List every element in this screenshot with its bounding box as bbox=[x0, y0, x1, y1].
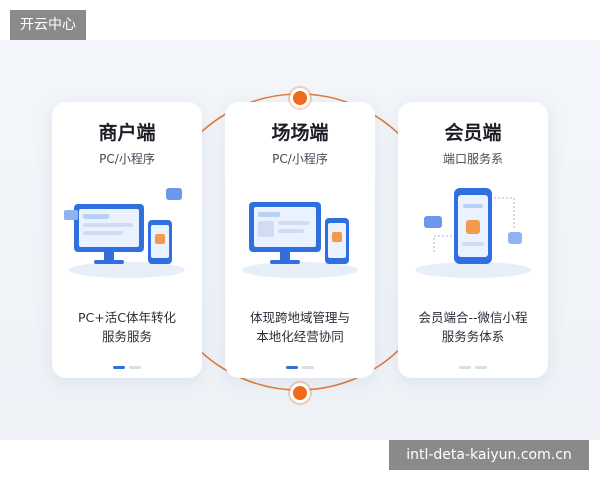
card-title: 商户端 bbox=[98, 122, 156, 144]
card-subtitle: PC/小程序 bbox=[99, 152, 155, 166]
card-title: 场场端 bbox=[271, 122, 329, 144]
card-description: 体现跨地域管理与 本地化经营协同 bbox=[235, 308, 365, 346]
pager-dot[interactable] bbox=[302, 366, 314, 369]
card-subtitle: 端口服务系 bbox=[442, 152, 503, 166]
orbit-node-top bbox=[290, 88, 310, 108]
desktop-phone-illustration-icon bbox=[242, 202, 358, 278]
pager-dots[interactable] bbox=[225, 354, 375, 373]
pager-dot[interactable] bbox=[459, 366, 471, 369]
card-description: 会员端合--微信小程 服务务体系 bbox=[408, 308, 538, 346]
desc-line: 服务服务 bbox=[101, 329, 152, 344]
desc-line: 服务务体系 bbox=[441, 329, 505, 344]
pager-dots[interactable] bbox=[398, 354, 548, 373]
top-watermark-tag: 开云中心 bbox=[10, 10, 86, 40]
phone-illustration-icon bbox=[415, 188, 531, 278]
pager-dot[interactable] bbox=[129, 366, 141, 369]
desc-line: 本地化经营协同 bbox=[256, 329, 344, 344]
card-description: PC+活C体年转化 服务服务 bbox=[62, 308, 192, 346]
promo-canvas: 商户端 PC/小程序 PC+活C体年转化 服务服务 场场端 PC/小程序 bbox=[0, 40, 600, 440]
pager-dot[interactable] bbox=[475, 366, 487, 369]
desc-line: 会员端合--微信小程 bbox=[418, 310, 528, 325]
desktop-phone-illustration-icon bbox=[64, 188, 185, 278]
card-title: 会员端 bbox=[444, 122, 502, 144]
desc-line: PC+活C体年转化 bbox=[78, 310, 176, 325]
card-subtitle: PC/小程序 bbox=[272, 152, 328, 166]
pager-dot-active[interactable] bbox=[113, 366, 125, 369]
bottom-watermark-tag: intl-deta-kaiyun.com.cn bbox=[389, 440, 589, 470]
pager-dots[interactable] bbox=[52, 354, 202, 373]
merchant-card[interactable]: 商户端 PC/小程序 PC+活C体年转化 服务服务 bbox=[52, 102, 202, 378]
pager-dot-active[interactable] bbox=[286, 366, 298, 369]
member-card[interactable]: 会员端 端口服务系 会员端合--微信小程 服务务体系 bbox=[398, 102, 548, 378]
orbit-node-bottom bbox=[290, 383, 310, 403]
desc-line: 体现跨地域管理与 bbox=[249, 310, 350, 325]
venue-card[interactable]: 场场端 PC/小程序 体现跨地域管理与 本地化经营协同 bbox=[225, 102, 375, 378]
